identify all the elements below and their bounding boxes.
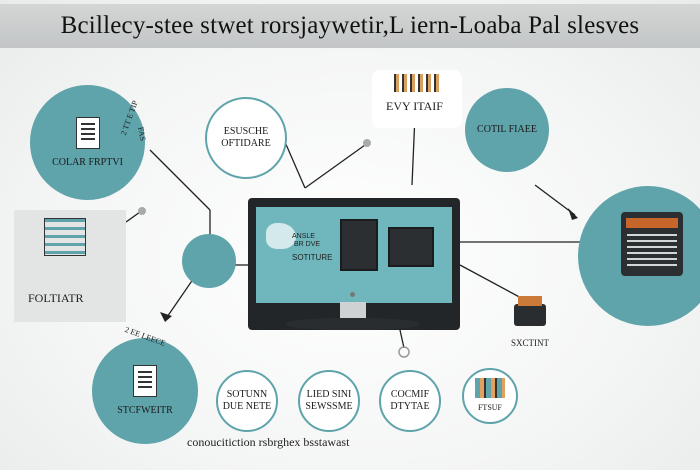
node-lied-line2: SEWSSME (305, 401, 353, 412)
node-colar-label: COLAR FRPTVI (52, 156, 123, 168)
link-esusche (284, 141, 306, 189)
link-panel (125, 211, 141, 223)
link-printer (459, 264, 526, 301)
node-ftsuf: FTSUF (462, 368, 518, 424)
arrowhead-2 (568, 208, 578, 220)
files-icon (475, 378, 505, 398)
link-esusche-arrow (304, 144, 366, 189)
node-lied-line1: LIED SINI (306, 389, 352, 400)
node-sotun-line1: SOTUNN (226, 389, 268, 400)
tablet-icon (340, 219, 378, 271)
title-bar: Bcillecy-stee stwet rorsjaywetir,L iern-… (0, 4, 700, 48)
link-left-top (149, 149, 211, 211)
node-sotun-line2: DUE NETE (222, 401, 272, 412)
map-icon (266, 223, 296, 249)
report-icon (133, 365, 157, 397)
node-cocmif-line1: COCMIF (390, 389, 430, 400)
node-top-right: EVY ITAIF (372, 70, 462, 128)
link-dot-2 (138, 207, 146, 215)
window-icon (388, 227, 434, 267)
monitor-screen: ANSLE BR DVE SOTITURE (256, 207, 452, 303)
page-title: Bcillecy-stee stwet rorsjaywetir,L iern-… (60, 12, 640, 39)
node-lied: LIED SINI SEWSSME (298, 370, 360, 432)
footer-caption: conoucitiction rsbrghex bsstawast (187, 435, 350, 449)
power-dot (350, 292, 355, 297)
node-colar: COLAR FRPTVI (30, 85, 145, 200)
document-icon (75, 116, 100, 149)
monitor-caption-1: ANSLE (292, 233, 315, 240)
node-esusche-line2: OFTIDARE (221, 138, 271, 149)
node-cocmif: COCMIF DTYTAE (379, 370, 441, 432)
node-esusche-line1: ESUSCHE (223, 126, 269, 137)
monitor-caption-3: SOTITURE (292, 253, 333, 262)
link-cotil-arrow (534, 184, 576, 216)
node-cocmif-line2: DTYTAE (390, 401, 430, 412)
node-esusche: ESUSCHE OFTIDARE (205, 97, 287, 179)
node-panel: FOLTIATR (14, 210, 126, 322)
node-printer-label: SXCTINT (511, 338, 549, 348)
arrowhead (160, 312, 172, 322)
node-panel-label: FOLTIATR (28, 291, 84, 305)
link-dot-1 (363, 139, 371, 147)
node-cotil: COTIL FIAEE (465, 88, 549, 172)
node-stcfweitr: STCFWEITR (92, 338, 198, 444)
link-stand-down (399, 329, 405, 349)
node-top-right-label: EVY ITAIF (386, 99, 443, 113)
node-sotun: SOTUNN DUE NETE (216, 370, 278, 432)
node-stcfweitr-label: STCFWEITR (117, 405, 173, 416)
node-cotil-label: COTIL FIAEE (477, 124, 537, 135)
checklist-icon (44, 218, 86, 256)
tools-icon (394, 74, 440, 92)
arc-annotation-mid: FAS (136, 126, 148, 142)
laptop-icon (621, 212, 683, 276)
monitor-base (286, 318, 420, 330)
node-ftsuf-label: FTSUF (477, 403, 502, 412)
node-center-left (182, 234, 236, 288)
link-dot-3 (398, 346, 410, 358)
monitor-caption-2: BR DVE (294, 241, 321, 248)
monitor-stand (340, 302, 366, 320)
printer-icon (514, 296, 546, 326)
